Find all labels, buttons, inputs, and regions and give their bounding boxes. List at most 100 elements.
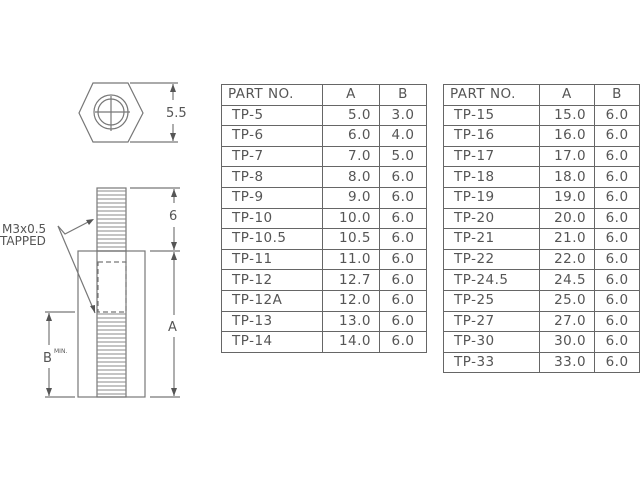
cell-part: TP-15 [443, 104, 540, 127]
header-part-no: PART NO. [221, 84, 323, 106]
cell-part: TP-9 [221, 186, 323, 209]
cell-b: 6.0 [594, 207, 640, 230]
cell-b: 6.0 [594, 351, 640, 374]
cell-a: 27.0 [538, 310, 596, 333]
table-header-row: PART NO. A B [221, 84, 427, 106]
cell-b: 6.0 [379, 289, 427, 312]
cell-part: TP-12 [221, 269, 323, 291]
cell-a: 25.0 [538, 289, 596, 312]
cell-part: TP-12A [221, 289, 323, 312]
cell-a: 12.7 [322, 269, 380, 291]
cell-a: 20.0 [538, 207, 596, 230]
cell-b: 6.0 [379, 207, 427, 230]
cell-a: 15.0 [538, 104, 596, 127]
cell-part: TP-21 [443, 228, 540, 250]
header-a: A [538, 84, 596, 106]
cell-b: 6.0 [594, 166, 640, 188]
cell-b: 6.0 [379, 248, 427, 271]
cell-b: 6.0 [379, 228, 427, 250]
cell-b: 6.0 [379, 186, 427, 209]
cell-a: 22.0 [538, 248, 596, 271]
table-header-row: PART NO. A B [443, 84, 640, 106]
hex-top-view [78, 82, 144, 143]
cell-a: 10.5 [322, 228, 380, 250]
cell-part: TP-5 [221, 104, 323, 127]
thread-dimension-label: 6 [169, 209, 177, 224]
cell-part: TP-8 [221, 166, 323, 188]
cell-a: 10.0 [322, 207, 380, 230]
thread-spec-label: M3x0.5 [2, 222, 46, 236]
cell-part: TP-11 [221, 248, 323, 271]
cell-part: TP-25 [443, 289, 540, 312]
header-b: B [594, 84, 640, 106]
cell-b: 6.0 [594, 186, 640, 209]
cell-b: 6.0 [594, 331, 640, 353]
cell-part: TP-7 [221, 145, 323, 168]
cell-b: 5.0 [379, 145, 427, 168]
cell-part: TP-18 [443, 166, 540, 188]
cell-part: TP-27 [443, 310, 540, 333]
cell-a: 19.0 [538, 186, 596, 209]
cell-a: 30.0 [538, 331, 596, 353]
header-part-no: PART NO. [443, 84, 540, 106]
cell-a: 7.0 [322, 145, 380, 168]
cell-a: 16.0 [538, 125, 596, 147]
header-b: B [379, 84, 427, 106]
cell-a: 9.0 [322, 186, 380, 209]
cell-b: 6.0 [594, 310, 640, 333]
cell-b: 6.0 [594, 104, 640, 127]
cell-b: 6.0 [594, 289, 640, 312]
standoff-body [77, 250, 146, 398]
cell-a: 8.0 [322, 166, 380, 188]
cell-b: 6.0 [379, 310, 427, 333]
cell-a: 11.0 [322, 248, 380, 271]
cell-b: 6.0 [379, 269, 427, 291]
cell-a: 17.0 [538, 145, 596, 168]
cell-part: TP-33 [443, 351, 540, 374]
cell-a: 5.0 [322, 104, 380, 127]
cell-b: 6.0 [594, 248, 640, 271]
cell-part: TP-24.5 [443, 269, 540, 291]
cell-a: 24.5 [538, 269, 596, 291]
cell-b: 6.0 [594, 125, 640, 147]
cell-a: 12.0 [322, 289, 380, 312]
cell-b: 6.0 [594, 269, 640, 291]
cell-b: 3.0 [379, 104, 427, 127]
cell-a: 6.0 [322, 125, 380, 147]
tap-dimension-suffix: MIN. [54, 348, 67, 355]
cell-part: TP-14 [221, 331, 323, 353]
cell-part: TP-10.5 [221, 228, 323, 250]
cell-a: 21.0 [538, 228, 596, 250]
cell-part: TP-16 [443, 125, 540, 147]
thread-spec-label-2: TAPPED [0, 234, 46, 248]
cell-b: 6.0 [379, 331, 427, 353]
cell-part: TP-22 [443, 248, 540, 271]
cell-a: 33.0 [538, 351, 596, 374]
cell-b: 6.0 [594, 228, 640, 250]
cell-a: 13.0 [322, 310, 380, 333]
